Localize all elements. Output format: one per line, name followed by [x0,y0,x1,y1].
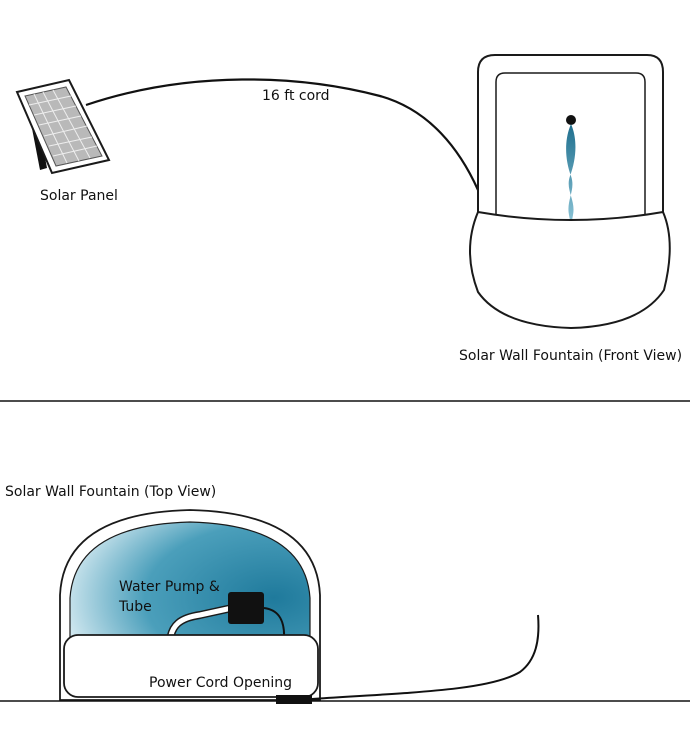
solar-panel-cells [24,86,103,167]
fountain-basin [469,210,671,330]
front-view-label: Solar Wall Fountain (Front View) [459,348,682,364]
cord-length-label: 16 ft cord [262,88,330,104]
water-pump [228,592,264,624]
water-stream [566,124,576,226]
water-basin [69,521,311,661]
power-cord [85,78,480,191]
fountain-top-view [59,509,321,701]
cord-opening-label: Power Cord Opening [149,675,292,691]
solar-panel [15,78,111,175]
fountain-front-lip [63,634,319,698]
exit-cord [311,614,540,700]
pump-label-line1: Water Pump & [119,579,220,595]
solar-panel-grid [28,89,98,164]
fountain-front-view [469,54,671,330]
fountain-spout [566,115,576,125]
solar-panel-label: Solar Panel [40,188,118,204]
pump-label-line2: Tube [118,599,152,615]
top-view-label: Solar Wall Fountain (Top View) [5,484,216,500]
cord-opening [276,695,312,704]
